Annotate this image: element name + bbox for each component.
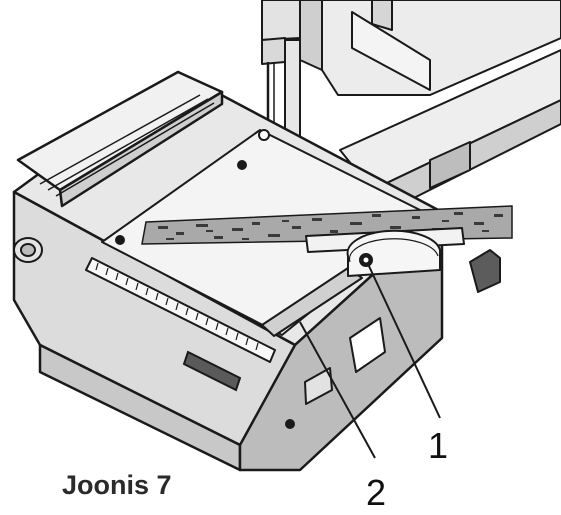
miter-gauge-icon (305, 227, 465, 277)
upper-housing (261, 0, 561, 96)
figure-caption: Joonis 7 (62, 470, 172, 500)
leader-line-2 (299, 321, 376, 459)
brand-plate (182, 350, 242, 392)
callout-number-1: 1 (428, 425, 448, 466)
adjust-knob-icon (13, 237, 43, 263)
table-scale (85, 257, 276, 363)
callout-leaders (299, 263, 441, 459)
leader-line-1 (367, 263, 441, 419)
callout-number-2: 2 (366, 472, 386, 513)
miter-slot (261, 267, 363, 337)
side-details (285, 249, 501, 429)
